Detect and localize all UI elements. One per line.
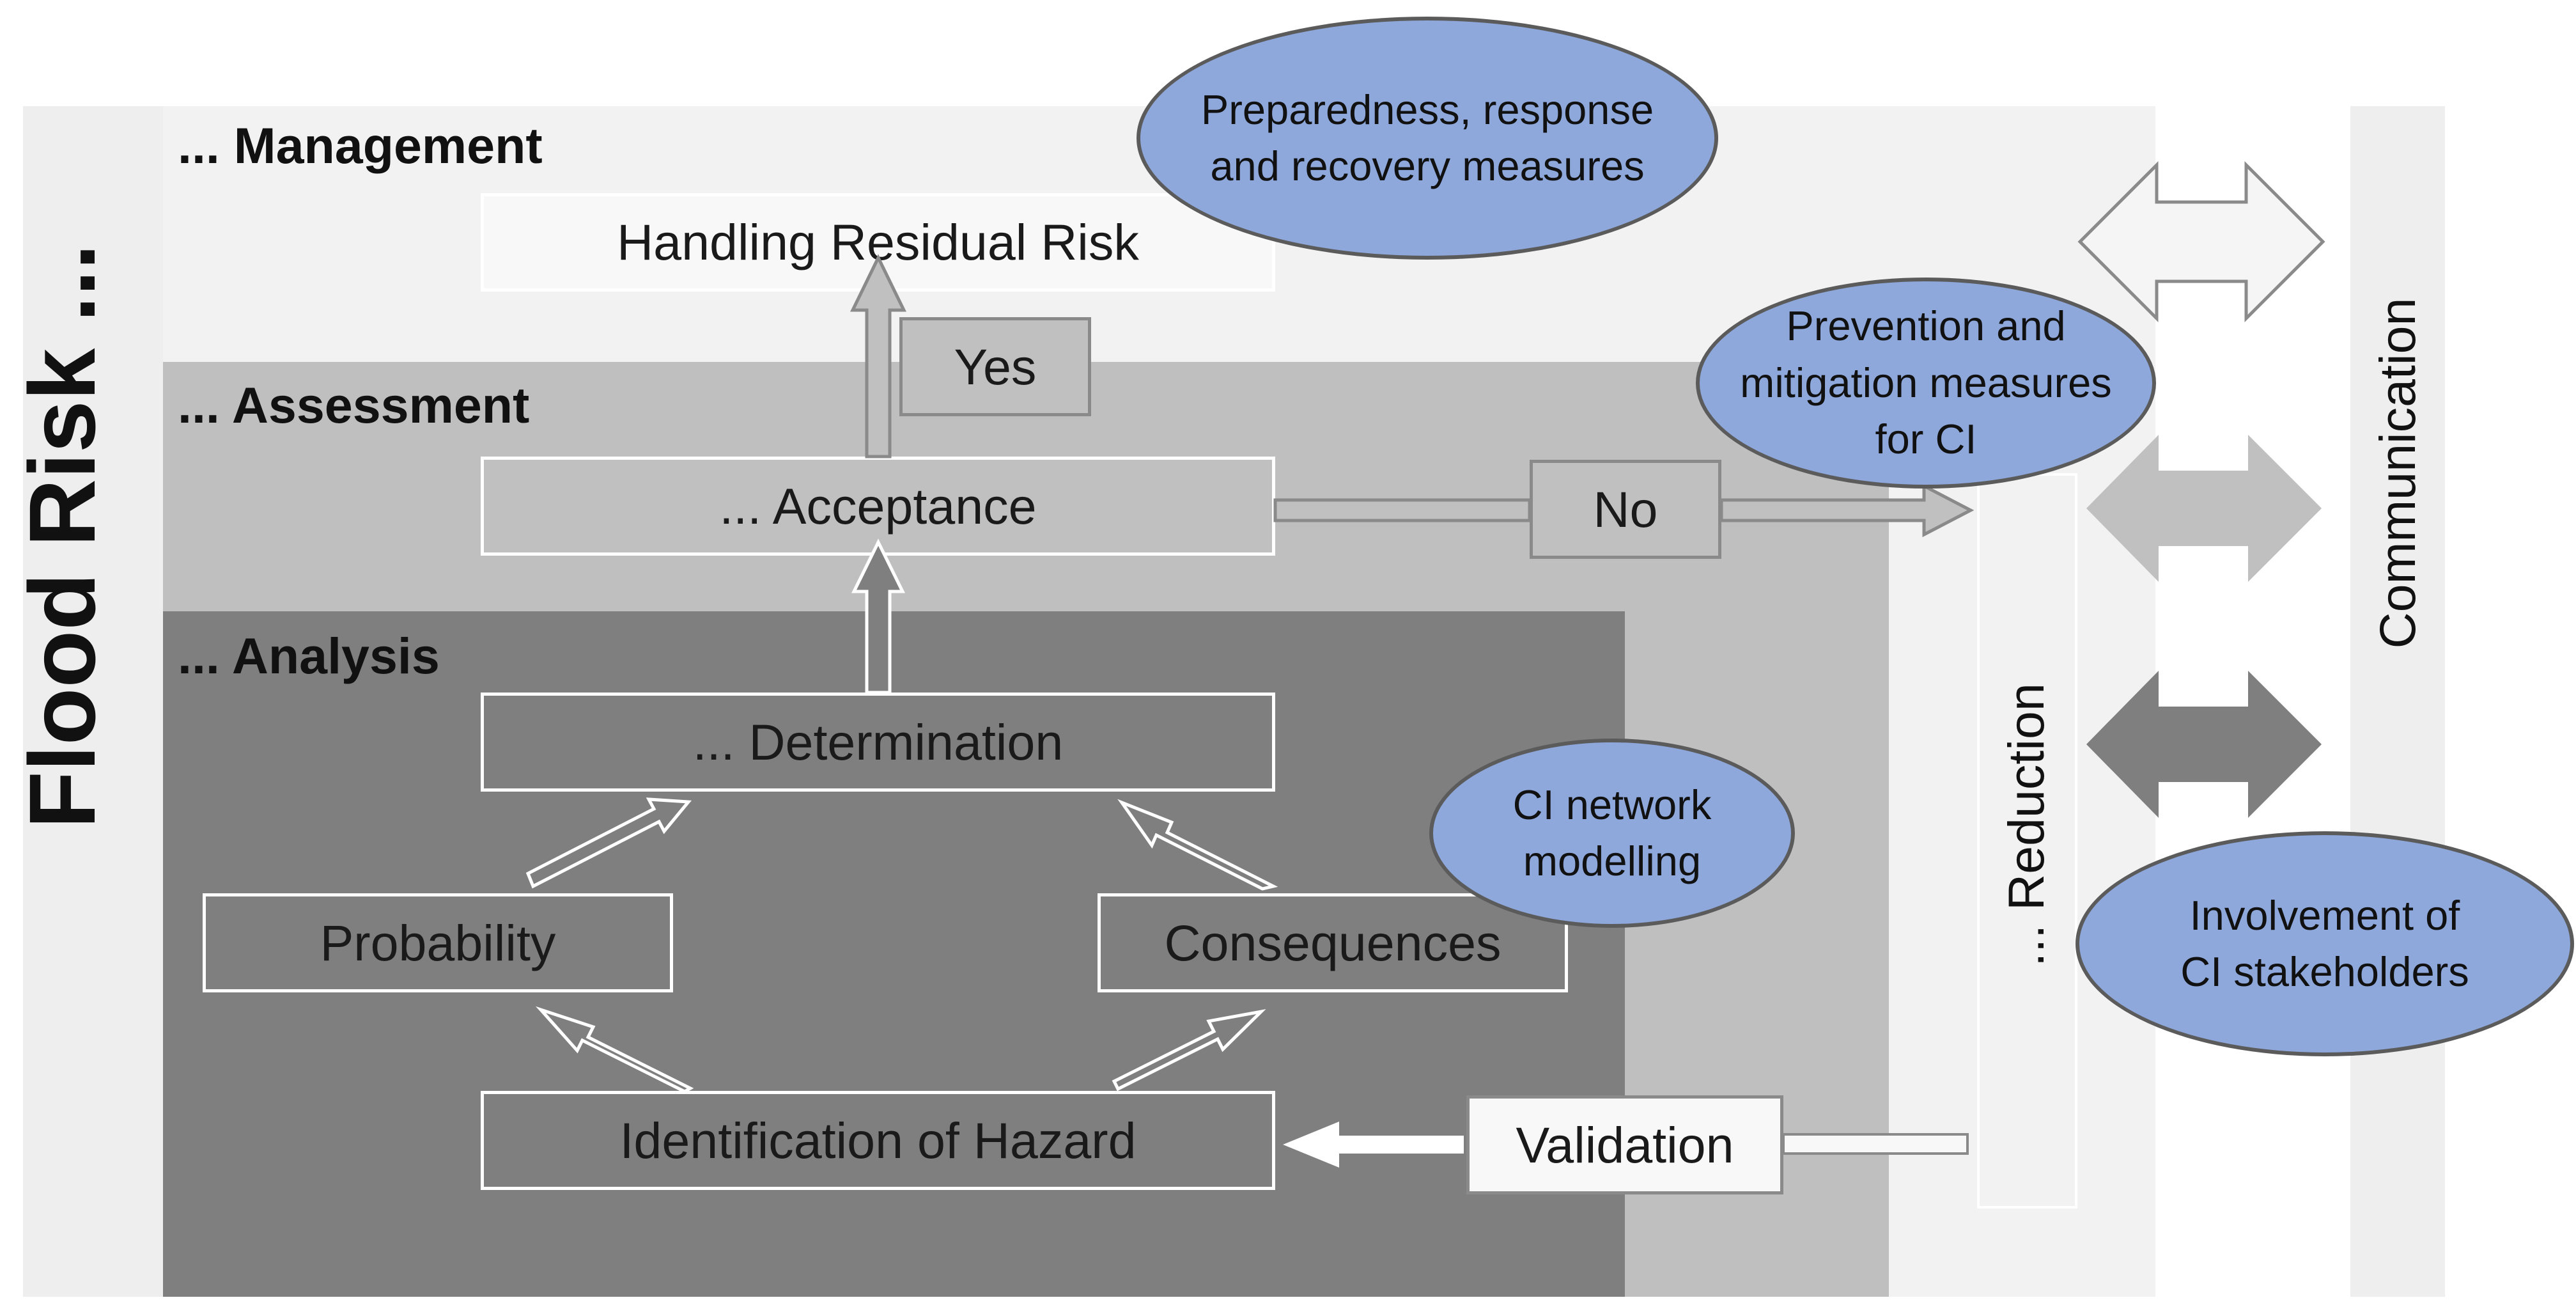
- connector-acceptance-to-no: [1273, 498, 1532, 522]
- yes-box: Yes: [899, 317, 1091, 416]
- validation-box: Validation: [1466, 1095, 1783, 1194]
- analysis-heading: ... Analysis: [178, 627, 440, 684]
- double-arrow-analysis: [2086, 671, 2322, 818]
- prevention-measures-ellipse: Prevention and mitigation measures for C…: [1696, 278, 2156, 489]
- arrow-validation-to-hazard: [1283, 1122, 1464, 1168]
- identification-of-hazard-box: Identification of Hazard: [481, 1091, 1275, 1190]
- arrow-probability-to-determination: [525, 797, 692, 889]
- arrow-consequences-to-determination: [1117, 799, 1278, 891]
- management-heading: ... Management: [178, 117, 543, 174]
- communication-column: [2350, 106, 2445, 1297]
- ci-network-modelling-ellipse: CI network modelling: [1429, 739, 1795, 928]
- arrow-up-to-acceptance: [851, 538, 906, 694]
- preparedness-measures-ellipse: Preparedness, response and recovery meas…: [1137, 17, 1718, 260]
- reduction-column: [1977, 473, 2077, 1209]
- double-arrow-assessment: [2086, 435, 2322, 582]
- ci-stakeholders-ellipse: Involvement of CI stakeholders: [2076, 831, 2574, 1056]
- no-box: No: [1530, 460, 1721, 559]
- determination-box: ... Determination: [481, 693, 1275, 792]
- arrow-hazard-to-consequences: [1112, 1009, 1266, 1092]
- arrow-no-to-reduction: [1719, 483, 1975, 538]
- assessment-heading: ... Assessment: [178, 377, 530, 434]
- connector-reduction-to-validation: [1782, 1133, 1969, 1155]
- double-arrow-management: [2077, 160, 2325, 323]
- arrow-hazard-to-probability: [535, 1006, 694, 1093]
- arrow-up-to-residual-risk: [850, 254, 907, 458]
- consequences-box: Consequences: [1098, 893, 1568, 992]
- probability-box: Probability: [203, 893, 673, 992]
